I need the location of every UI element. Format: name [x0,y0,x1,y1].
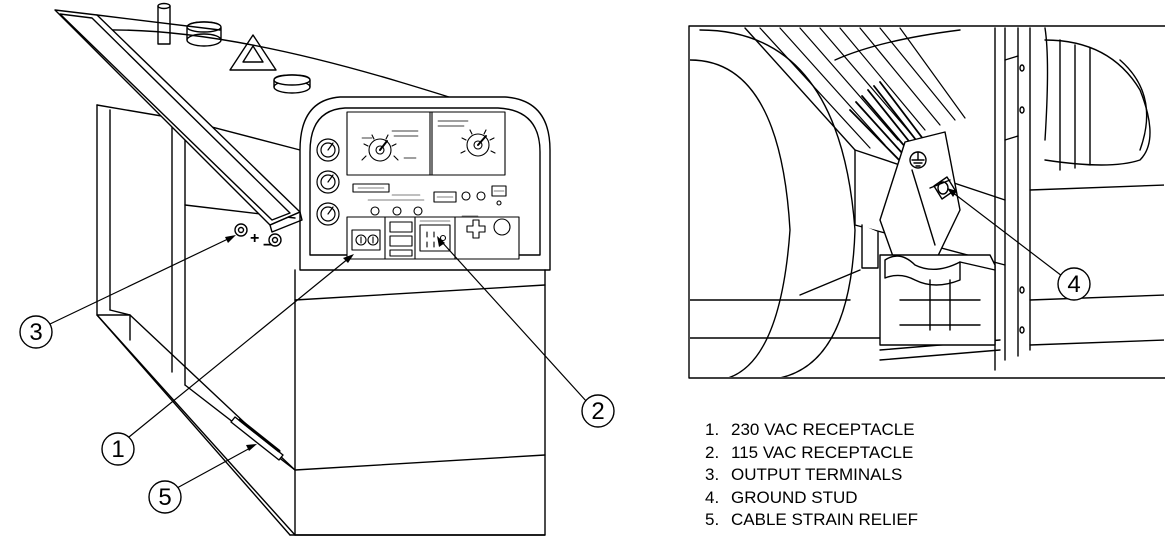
inset-detail-ground-stud [688,25,1165,379]
callout-3: 3 [19,315,53,349]
current-range-dial [361,130,419,162]
exhaust-stack [157,2,171,45]
output-terminals: + − [234,223,282,254]
positive-terminal-sign: + [250,230,259,247]
callout-4: 4 [1057,267,1091,301]
welder-generator-illustration: + − [54,2,551,536]
leader-lines [49,191,1063,489]
callout-5-number: 5 [158,484,171,511]
legend-item: 1.230 VAC RECEPTACLE [705,420,915,439]
callout-1: 1 [101,432,135,466]
callout-3-number: 3 [29,319,42,346]
lower-cabinet [294,269,546,536]
gauge-column [316,138,340,226]
fine-adjustment-dial [437,120,496,157]
legend-item: 4.GROUND STUD [705,487,858,507]
callout-2-number: 2 [591,398,604,425]
ground-stud [929,176,956,200]
frame-side [96,104,296,536]
parts-legend: 1.230 VAC RECEPTACLE 2.115 VAC RECEPTACL… [705,419,918,532]
open-lid [54,9,303,233]
callout-5: 5 [148,480,182,514]
cable-strain-relief [230,416,284,461]
legend-item: 3.OUTPUT TERMINALS [705,465,903,484]
legend-item: 2.115 VAC RECEPTACLE [705,442,914,462]
callout-2: 2 [581,394,615,428]
115-vac-receptacle [419,224,451,252]
radiator-cap [273,74,311,94]
fuel-cap [186,21,222,47]
callout-4-number: 4 [1067,271,1080,298]
negative-terminal-sign: − [263,237,272,254]
control-panel [346,111,520,260]
legend-item: 5.CABLE STRAIN RELIEF [705,510,919,529]
230-vac-receptacle [351,229,381,251]
arrowheads [225,188,957,451]
lifting-eye [229,34,277,71]
vibration-mount [861,224,996,346]
callout-1-number: 1 [111,436,124,463]
